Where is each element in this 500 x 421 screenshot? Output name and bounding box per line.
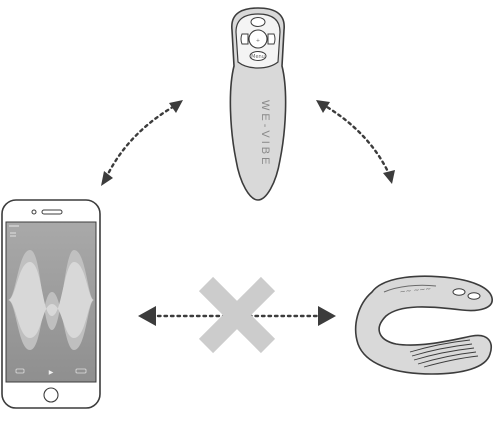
- remote-control: + Menu WE-VIBE: [229, 7, 287, 201]
- remote-button-menu: Menu: [251, 54, 265, 60]
- remote-up-button: [250, 17, 266, 27]
- vibrator-icon: [354, 275, 493, 375]
- arrowhead-to-vibrator: [383, 170, 395, 184]
- remote-right-button: [267, 33, 276, 45]
- app-right-control-icon: [75, 368, 87, 374]
- arrowhead-right: [318, 306, 336, 326]
- arrowhead-left: [138, 306, 156, 326]
- smartphone: ▶: [1, 199, 101, 409]
- vibrator: ~~ ~~~: [354, 275, 493, 375]
- phone-camera: [31, 209, 37, 215]
- arrow-remote-vibrator: [320, 102, 392, 178]
- vibrator-brand-mark: ~~ ~~~: [399, 285, 431, 296]
- remote-menu-button: [249, 51, 267, 61]
- vibrator-button-1: [452, 288, 466, 296]
- remote-center-button: [248, 29, 268, 49]
- app-play-icon: ▶: [49, 369, 54, 376]
- phone-home-button: [43, 387, 59, 403]
- arrowhead-to-phone: [101, 171, 113, 186]
- app-menu-icon: [10, 232, 16, 237]
- phone-speaker: [41, 209, 63, 215]
- remote-button-plus: +: [256, 38, 260, 44]
- vibrator-top-ridge: [383, 284, 437, 293]
- arrowhead-to-remote-left: [169, 100, 183, 113]
- vibrator-ribs: [409, 339, 479, 368]
- remote-brand-text: WE-VIBE: [259, 100, 271, 167]
- no-connection-x-icon: [198, 276, 276, 354]
- remote-left-button: [240, 33, 249, 45]
- app-left-control-icon: [15, 368, 25, 374]
- app-status-bar: [9, 225, 19, 227]
- app-waveform-inner: [8, 262, 94, 338]
- arrowhead-to-remote-right: [316, 100, 330, 113]
- arrow-phone-remote: [104, 102, 180, 180]
- vibrator-button-2: [467, 292, 481, 300]
